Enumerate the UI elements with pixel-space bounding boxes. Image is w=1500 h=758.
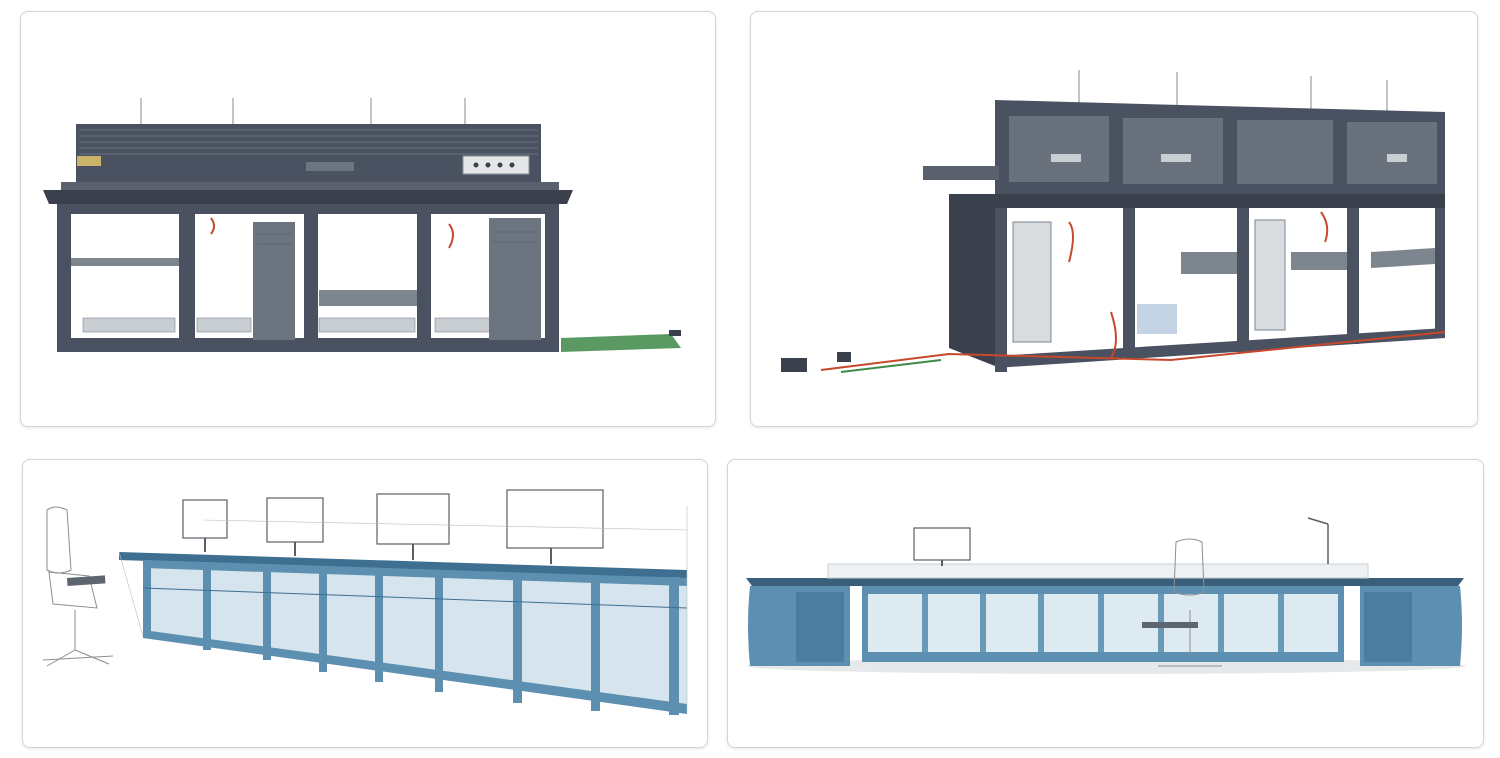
office-chair — [1158, 538, 1222, 667]
module-displays — [1051, 154, 1407, 162]
status-panel — [77, 156, 101, 166]
rack-perspective-drawing — [781, 70, 1446, 373]
io-panel — [462, 155, 530, 175]
callout-leaders — [1078, 70, 1388, 114]
worktop — [746, 578, 1464, 586]
console-perspective-drawing — [42, 489, 688, 715]
green-cable — [840, 359, 942, 373]
chair-armrest — [67, 575, 106, 586]
rack-shelves — [71, 258, 417, 306]
monitor — [376, 493, 450, 560]
housing-modules — [1009, 116, 1437, 184]
console-frame — [862, 586, 1344, 662]
monitor — [913, 527, 971, 566]
console-frame — [143, 560, 687, 715]
monitor — [182, 499, 228, 552]
worktop-rail — [61, 182, 559, 190]
io-ports — [473, 162, 515, 168]
pedestal-door — [796, 592, 844, 662]
keyboard-tray — [1137, 304, 1177, 334]
worktop — [119, 552, 687, 580]
tower-unit — [253, 222, 295, 340]
cable-connector — [669, 330, 681, 336]
center-module — [306, 162, 354, 171]
cable-connectors — [781, 352, 851, 372]
console-front-elevation-drawing — [746, 517, 1466, 674]
rack-side-panel — [949, 208, 995, 366]
monitor — [506, 489, 604, 564]
worktop-surface — [827, 563, 1369, 579]
monitor — [266, 497, 324, 556]
console-perspective-panel — [22, 459, 708, 748]
console-front-elevation-panel — [727, 459, 1484, 748]
housing-louvers — [79, 129, 538, 155]
office-chair — [42, 506, 114, 667]
side-shelf — [923, 166, 999, 180]
pedestal-door — [1364, 592, 1412, 662]
floor-cable-tray — [561, 334, 681, 352]
tower-vents — [257, 231, 537, 245]
tower-unit — [1012, 221, 1052, 343]
worktop — [43, 190, 573, 204]
rack-shelves — [1181, 248, 1435, 274]
rack-frame — [57, 204, 559, 352]
rack-front-elevation-panel — [20, 11, 716, 427]
worktop — [949, 194, 1445, 208]
rack-front-elevation-drawing — [43, 98, 681, 352]
console-infill — [868, 594, 1338, 652]
construction-lines — [118, 506, 688, 710]
rack-perspective-panel — [750, 11, 1478, 427]
bottom-trays — [82, 317, 496, 333]
chair-armrest — [1142, 622, 1198, 628]
cable-bundle — [820, 211, 1446, 371]
desk-lamp — [1307, 517, 1329, 564]
console-body — [143, 560, 687, 714]
tower-unit — [1254, 219, 1286, 331]
tower-unit — [489, 218, 541, 340]
console-mid-rail — [142, 587, 688, 609]
cable-bundle — [210, 217, 454, 249]
